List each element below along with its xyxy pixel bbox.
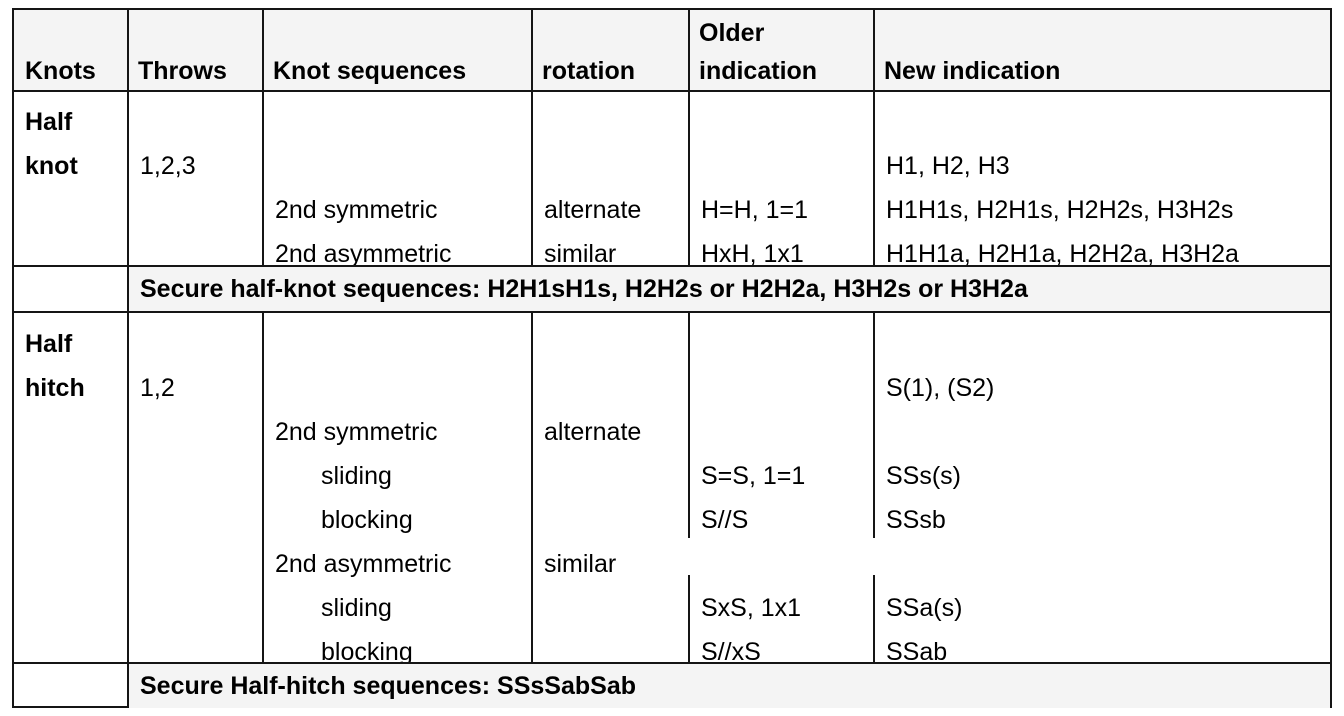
hk-bottom-rule	[14, 265, 1330, 267]
header-vrule-4	[688, 10, 690, 90]
knot-sequence-hh-asymmetric: 2nd asymmetric	[275, 550, 452, 578]
new-hh-symmetric-sliding: SSs(s)	[886, 462, 961, 490]
hk-vrule-1	[127, 92, 129, 265]
column-header-rotation: rotation	[542, 57, 636, 85]
header-bottom-rule	[14, 90, 1330, 92]
hk-vrule-4	[688, 92, 690, 265]
header-vrule-1	[127, 10, 129, 90]
hh-bottom-rule	[14, 662, 1330, 664]
new-hk-symmetric: H1H1s, H2H1s, H2H2s, H3H2s	[886, 196, 1234, 224]
column-header-throws: Throws	[138, 57, 227, 85]
secure-hk-row-background	[127, 267, 1330, 311]
knot-sequence-hh-asymmetric-sliding: sliding	[321, 594, 392, 622]
rotation-hh-asymmetric: similar	[544, 550, 617, 578]
older-hk-symmetric: H=H, 1=1	[701, 196, 809, 224]
secure-hh-row-background	[127, 664, 1330, 708]
rotation-hk-asymmetric: similar	[544, 240, 617, 268]
knot-sequence-hk-asymmetric: 2nd asymmetric	[275, 240, 452, 268]
table-header-band	[14, 10, 1330, 90]
header-vrule-2	[262, 10, 264, 90]
header-vrule-3	[531, 10, 533, 90]
throws-half-knot: 1,2,3	[140, 152, 196, 180]
column-header-older-indication: Older indication	[699, 19, 818, 85]
knot-sequence-hh-asymmetric-blocking: blocking	[321, 638, 413, 666]
new-hh-symmetric-blocking: SSsb	[886, 506, 946, 534]
knot-notation-table: Knots Throws Knot sequences rotation Old…	[12, 8, 1332, 708]
older-hh-symmetric-sliding: S=S, 1=1	[701, 462, 806, 490]
column-header-knots: Knots	[25, 57, 96, 85]
knot-sequence-hk-symmetric: 2nd symmetric	[275, 196, 438, 224]
column-header-knot-sequences: Knot sequences	[273, 57, 467, 85]
new-hk-asymmetric: H1H1a, H2H1a, H2H2a, H3H2a	[886, 240, 1239, 268]
hh-vrule-3	[531, 313, 533, 662]
secure-half-knot-sequences: Secure half-knot sequences: H2H1sH1s, H2…	[140, 275, 1028, 303]
hk-vrule-5	[873, 92, 875, 265]
secure-hk-bottom-rule	[14, 311, 1330, 313]
header-vrule-5	[873, 10, 875, 90]
secure-hh-vrule	[127, 664, 129, 708]
hh-vrule-2	[262, 313, 264, 662]
knot-sequence-hh-symmetric: 2nd symmetric	[275, 418, 438, 446]
hh-vrule-4a	[688, 313, 690, 538]
hh-vrule-1	[127, 313, 129, 662]
secure-hk-vrule	[127, 267, 129, 311]
hk-vrule-3	[531, 92, 533, 265]
hh-vrule-4b	[688, 575, 690, 662]
older-hk-asymmetric: HxH, 1x1	[701, 240, 804, 268]
older-hh-symmetric-blocking: S//S	[701, 506, 749, 534]
older-hh-asymmetric-blocking: S//xS	[701, 638, 761, 666]
rotation-hh-symmetric: alternate	[544, 418, 642, 446]
new-hh-asymmetric-blocking: SSab	[886, 638, 948, 666]
column-header-new-indication: New indication	[884, 57, 1061, 85]
knot-sequence-hh-symmetric-sliding: sliding	[321, 462, 392, 490]
hh-vrule-5a	[873, 313, 875, 538]
hk-vrule-2	[262, 92, 264, 265]
rotation-hk-symmetric: alternate	[544, 196, 642, 224]
secure-half-hitch-sequences: Secure Half-hitch sequences: SSsSabSab	[140, 672, 637, 700]
new-hk-base: H1, H2, H3	[886, 152, 1010, 180]
new-hh-base: S(1), (S2)	[886, 374, 995, 402]
knot-sequence-hh-symmetric-blocking: blocking	[321, 506, 413, 534]
hh-vrule-5b	[873, 575, 875, 662]
throws-half-hitch: 1,2	[140, 374, 175, 402]
older-hh-asymmetric-sliding: SxS, 1x1	[701, 594, 802, 622]
new-hh-asymmetric-sliding: SSa(s)	[886, 594, 963, 622]
